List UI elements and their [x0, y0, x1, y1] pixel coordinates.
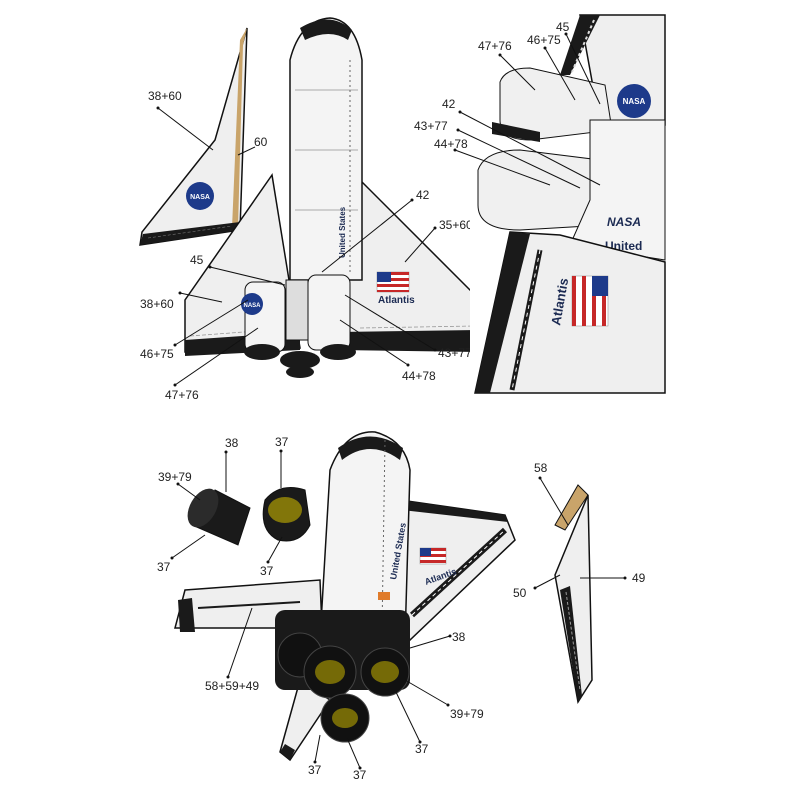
nasa-logo-text: NASA [190, 194, 210, 201]
callout-label: 58 [534, 461, 548, 475]
callout-label: 39+79 [158, 470, 192, 484]
us-flag-icon [419, 547, 447, 565]
vertical-fin-part-top: NASA [139, 27, 248, 246]
callout-label: 47+76 [478, 39, 512, 53]
callout-label: 39+79 [450, 707, 484, 721]
us-flag-icon [376, 271, 410, 293]
callout-label: 37 [415, 742, 429, 756]
leaders-top-left [156, 106, 437, 387]
callout-label: 45 [556, 20, 570, 34]
labels-top-left: 38+60 60 42 35+60 45 38+60 46+75 47+76 4… [140, 89, 473, 402]
nasa-worm-text: NASA [607, 215, 641, 229]
callout-label: 58+59+49 [205, 679, 259, 693]
side-name-text: United States [338, 206, 347, 258]
callout-label: 37 [157, 560, 171, 574]
callout-label: 43+77 [438, 346, 472, 360]
callout-label: 42 [416, 188, 430, 202]
us-flag-icon [571, 275, 609, 327]
callout-label: 38+60 [140, 297, 174, 311]
callout-label: 38+60 [148, 89, 182, 103]
nasa-logo-icon [241, 293, 263, 315]
nasa-logo-text: NASA [623, 97, 646, 106]
callout-label: 35+60 [439, 218, 473, 232]
leaders-top-right [453, 32, 601, 189]
callout-label: 37 [308, 763, 322, 777]
callout-label: 38 [452, 630, 466, 644]
callout-label: 44+78 [402, 369, 436, 383]
nasa-logo-text: NASA [243, 303, 261, 309]
callout-label: 49 [632, 571, 646, 585]
callout-label: 60 [254, 135, 268, 149]
labels-top-right: 45 47+76 46+75 42 43+77 44+78 [414, 20, 570, 151]
callout-label: 46+75 [527, 33, 561, 47]
callout-label: 46+75 [140, 347, 174, 361]
labels-bottom: 38 37 39+79 37 37 58 50 49 38 58+59+49 3… [157, 435, 646, 782]
rudder-part [554, 484, 593, 705]
leaders-bottom [170, 449, 627, 770]
callout-label: 37 [275, 435, 289, 449]
orbiter-top-view: United States NASA Atlantis [184, 17, 481, 378]
tail-closeup-view: NASA NASA United Atlantis [470, 14, 666, 394]
callout-label: 37 [353, 768, 367, 782]
engine-bell-part-right [262, 487, 311, 542]
callout-label: 47+76 [165, 388, 199, 402]
callout-label: 38 [225, 436, 239, 450]
orbiter-rear-view: United States Atlantis [174, 431, 516, 762]
callout-label: 43+77 [414, 119, 448, 133]
callout-label: 42 [442, 97, 456, 111]
callout-label: 44+78 [434, 137, 468, 151]
orbiter-name: Atlantis [378, 295, 415, 306]
callout-label: 37 [260, 564, 274, 578]
engine-bell-part-left [187, 488, 251, 546]
nasa-logo-icon [186, 182, 214, 210]
callout-label: 50 [513, 586, 527, 600]
nasa-logo-icon [617, 84, 651, 118]
callout-label: 45 [190, 253, 204, 267]
